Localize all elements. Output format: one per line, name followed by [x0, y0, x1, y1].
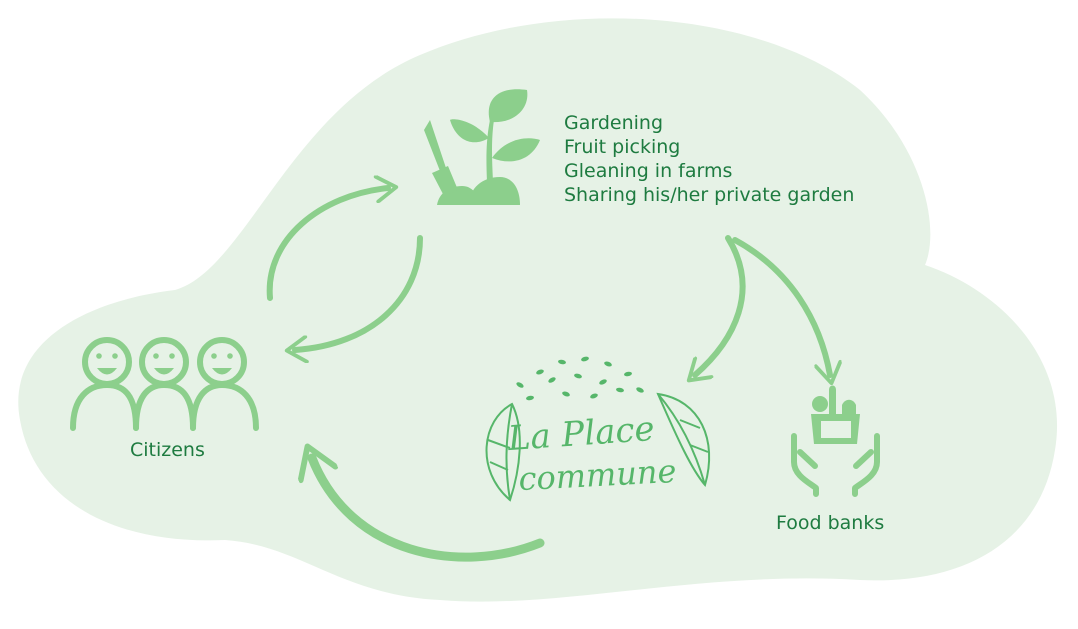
- activities-list: Gardening Fruit picking Gleaning in farm…: [564, 111, 854, 207]
- arrow-icon: [312, 458, 545, 562]
- activity-item: Sharing his/her private garden: [564, 184, 855, 206]
- food-banks-label: Food banks: [776, 512, 885, 534]
- background-blob: [18, 18, 1058, 602]
- food-box-hands-icon: [791, 385, 880, 497]
- citizens-faces: [96, 353, 233, 375]
- citizens-label: Citizens: [130, 439, 205, 461]
- activity-item: Gleaning in farms: [564, 160, 733, 182]
- arrow-icon: [295, 235, 423, 350]
- flow-arrows: [266, 188, 830, 562]
- logo-leaves: [485, 392, 711, 502]
- activity-item: Fruit picking: [564, 136, 681, 158]
- arrow-icon: [732, 237, 830, 375]
- garden-plant-icon: [424, 89, 540, 205]
- citizens-icon: [70, 337, 259, 431]
- activity-item: Gardening: [564, 112, 664, 134]
- arrow-icon: [266, 188, 388, 301]
- logo-text-line2: commune: [518, 452, 678, 498]
- logo-sprinkles: [516, 356, 644, 401]
- arrow-icon: [695, 235, 746, 375]
